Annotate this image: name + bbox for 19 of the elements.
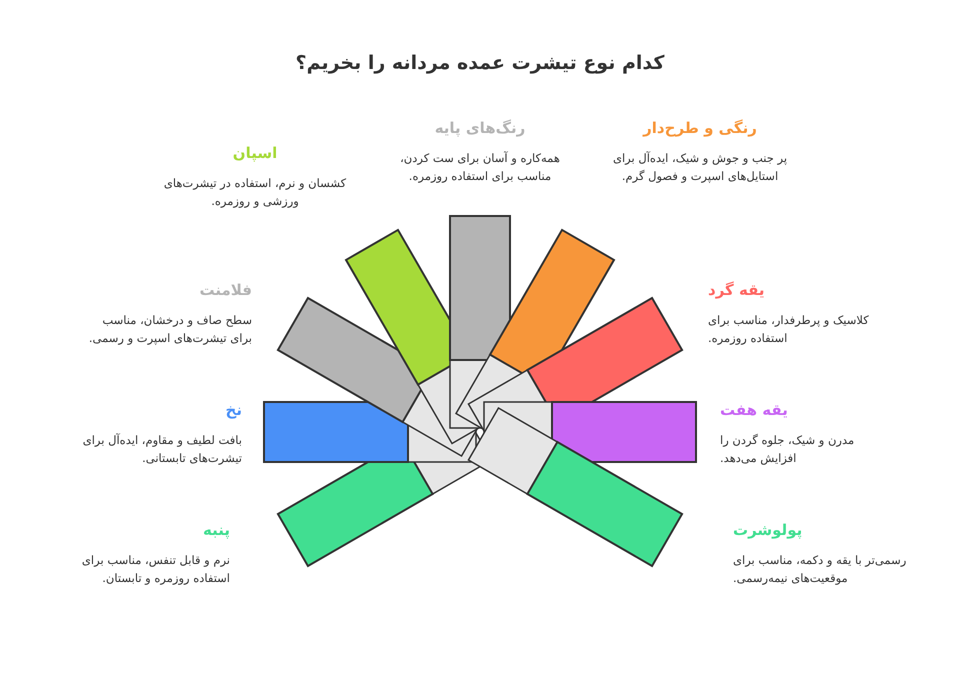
- item-description: کلاسیک و پرطرفدار، مناسب برای استفاده روزمره.: [708, 312, 870, 348]
- item-heading: نخ: [226, 401, 242, 419]
- item-description: پر جنب و جوش و شیک، ایده‌آل برای استایل‌های اسپرت و فصول گرم.: [612, 150, 788, 186]
- item-heading: رنگی و طرح‌دار: [643, 119, 757, 137]
- item-heading: فلامنت: [200, 281, 252, 299]
- item-heading: پنبه: [203, 521, 230, 539]
- item-description: سطح صاف و درخشان، مناسب برای تیشرت‌های اسپرت و رسمی.: [88, 312, 252, 348]
- item-description: نرم و قابل تنفس، مناسب برای استفاده روزمره و تابستان.: [80, 552, 230, 588]
- item-heading: یقه هفت: [720, 401, 788, 419]
- item-description: کشسان و نرم، استفاده در تیشرت‌های ورزشی و روزمره.: [162, 175, 348, 210]
- item-heading: رنگ‌های پایه: [434, 119, 526, 137]
- item-description: رسمی‌تر با یقه و دکمه، مناسب برای موقعیت‌های نیمه‌رسمی.: [733, 552, 908, 588]
- item-heading: پولوشرت: [733, 521, 802, 539]
- item-heading: اسپان: [232, 144, 278, 162]
- diagram-title: کدام نوع تیشرت عمده مردانه را بخریم؟: [294, 52, 666, 74]
- item-description: همه‌کاره و آسان برای ست کردن، مناسب برای استفاده روزمره.: [399, 150, 561, 186]
- item-description: مدرن و شیک، جلوه گردن را افزایش می‌دهد.: [720, 432, 856, 468]
- item-description: بافت لطیف و مقاوم، ایده‌آل برای تیشرت‌های تابستانی.: [82, 432, 242, 468]
- item-heading: یقه گرد: [708, 281, 764, 299]
